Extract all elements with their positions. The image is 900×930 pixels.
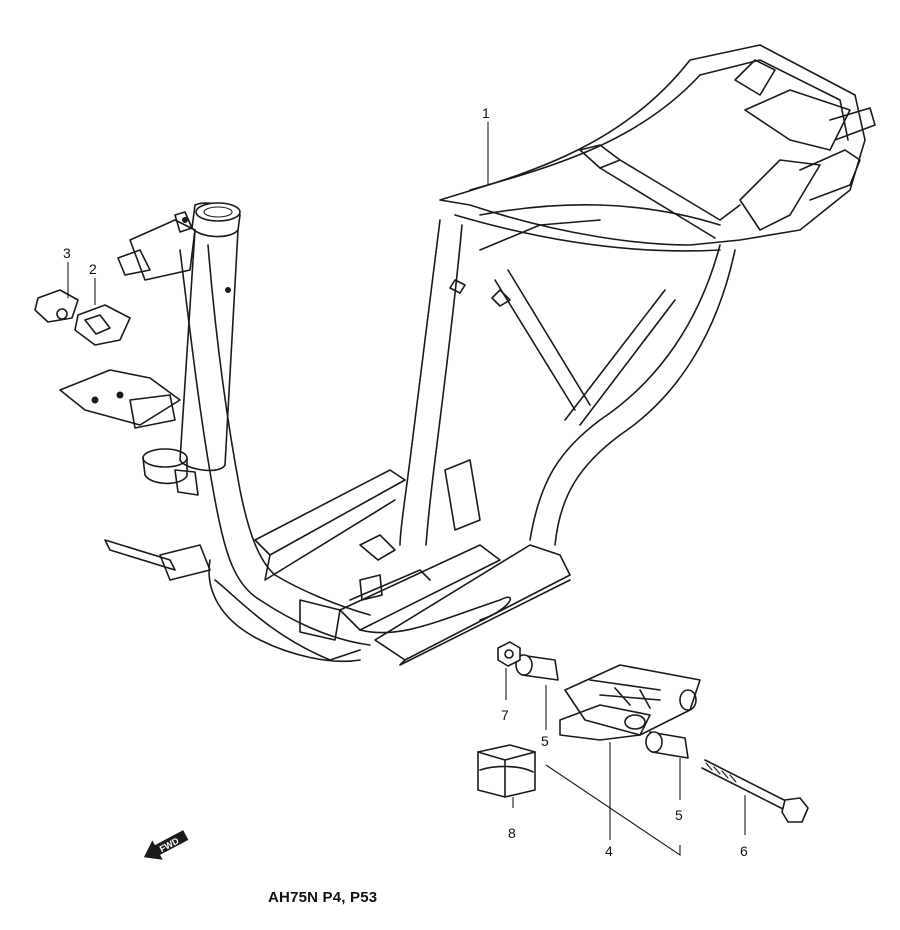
callout-3: 3	[63, 245, 71, 261]
bracket-part-2	[74, 304, 131, 346]
model-caption: AH75N P4, P53	[268, 889, 378, 906]
callout-2: 2	[89, 261, 97, 277]
callout-4: 4	[605, 843, 613, 859]
engine-hanger-bracket	[559, 664, 701, 741]
callout-1: 1	[482, 105, 490, 121]
callout-5b: 5	[675, 807, 683, 823]
leader-lines	[67, 122, 746, 857]
main-frame	[104, 44, 876, 666]
lower-bracket-plate	[59, 369, 181, 426]
callout-8: 8	[508, 825, 516, 841]
callout-6: 6	[740, 843, 748, 859]
callout-labels: 1 2 3 4 5 5 6 7 8	[63, 105, 748, 859]
bolt-part-6	[701, 759, 809, 823]
callout-7: 7	[501, 707, 509, 723]
fwd-arrow-icon: FWD	[143, 830, 189, 860]
callout-5a: 5	[541, 733, 549, 749]
bracket-part-3	[34, 289, 79, 323]
bushing-part-5b	[645, 731, 689, 759]
bushing-part-5a	[515, 654, 559, 681]
nut-part-7	[497, 641, 521, 667]
rubber-block-part-8	[477, 744, 536, 798]
